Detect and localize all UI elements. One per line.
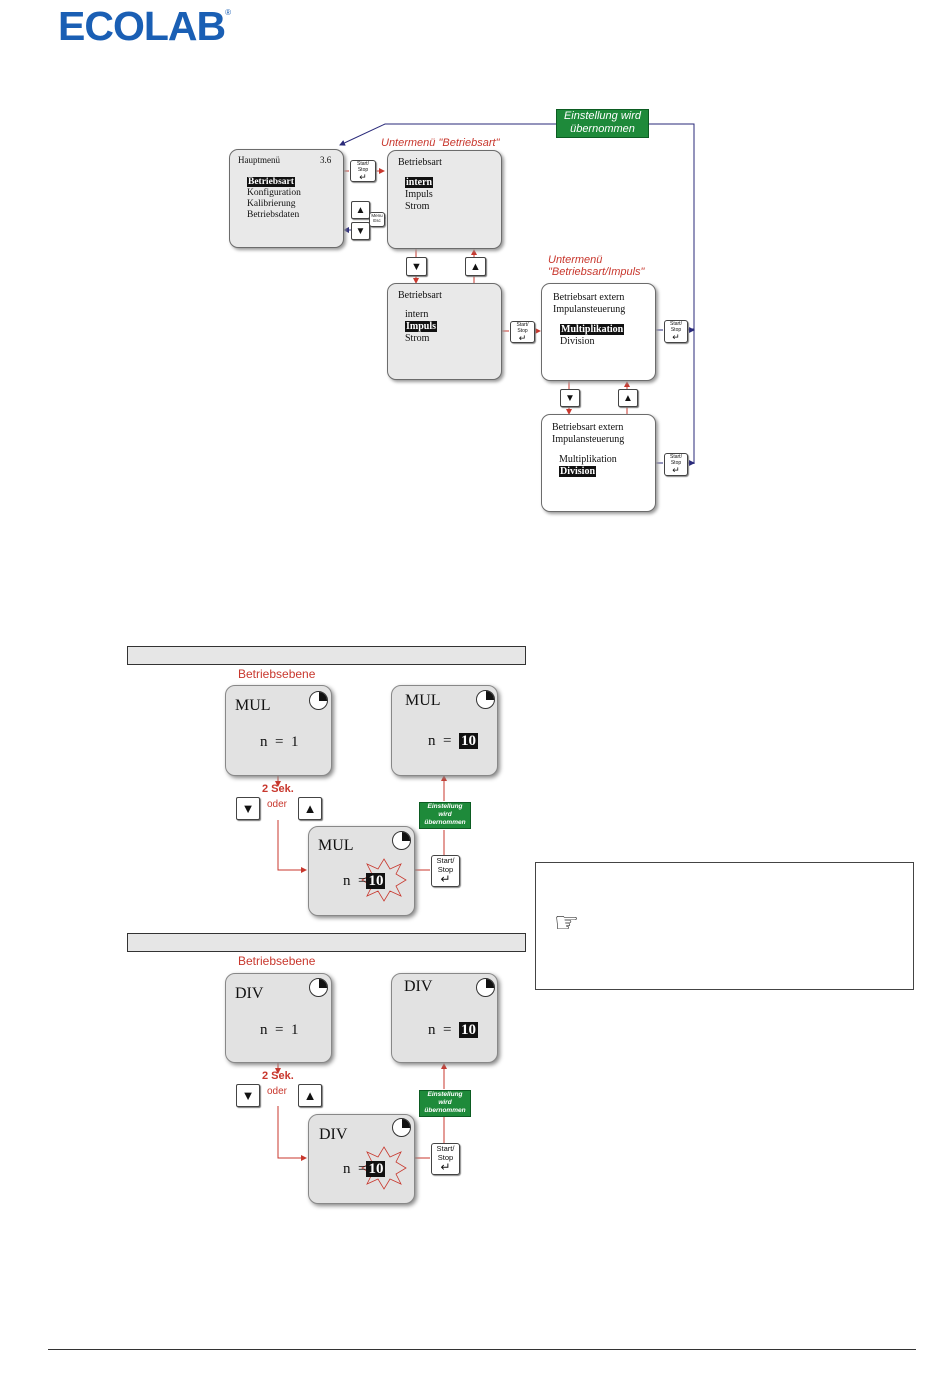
section-header-bar [127,646,526,665]
up-arrow-button[interactable]: ▲ [298,1084,322,1107]
n-value: 10 [458,1022,478,1038]
logo-text: ECOLAB [58,3,226,49]
start-stop-button[interactable]: Start/Stop↵ [664,320,688,343]
mode-label: DIV [404,978,433,995]
down-arrow-button[interactable]: ▼ [351,222,370,240]
option-strom[interactable]: Strom [405,333,430,344]
start-stop-button[interactable]: Start/Stop↵ [350,160,376,182]
extern-division-screen: Betriebsart extern Impulansteuerung Mult… [541,414,656,512]
logo-registered-mark: ® [225,8,232,17]
extern-multiplikation-screen: Betriebsart extern Impulansteuerung Mult… [541,283,656,381]
start-stop-button[interactable]: Start/Stop↵ [431,1143,460,1175]
betriebsart-intern-screen: Betriebsart intern Impuls Strom [387,150,502,249]
n-value-blinking: 10 [366,873,386,889]
clock-icon [309,978,328,997]
down-arrow-button[interactable]: ▼ [236,1084,260,1107]
ecolab-logo: ECOLAB ® [58,3,232,49]
option-multiplikation[interactable]: Multiplikation [560,324,625,335]
option-strom[interactable]: Strom [405,201,430,212]
mul-initial-screen: MUL n = 1 [225,685,332,776]
option-impuls[interactable]: Impuls [405,321,438,332]
mode-label: MUL [405,692,441,709]
n-value: 10 [458,733,478,749]
clock-icon [309,691,328,710]
down-arrow-button[interactable]: ▼ [236,797,260,820]
section-header-bar [127,933,526,952]
n-value: 1 [290,734,299,750]
down-arrow-button[interactable]: ▼ [406,257,427,276]
menu-item-kalibrierung[interactable]: Kalibrierung [247,199,296,209]
oder-label: oder [267,1086,288,1097]
pointing-hand-icon: ☞ [554,906,580,939]
down-arrow-button[interactable]: ▼ [560,389,580,407]
start-stop-button[interactable]: Start/Stop↵ [510,321,535,343]
option-intern[interactable]: intern [405,177,434,188]
betriebsebene-label: Betriebsebene [238,954,316,968]
betriebsebene-label: Betriebsebene [238,667,316,681]
n-value: 1 [290,1022,299,1038]
mode-label: MUL [235,697,271,714]
div-initial-screen: DIV n = 1 [225,973,332,1063]
up-arrow-button[interactable]: ▲ [298,797,322,820]
clock-icon [476,978,495,997]
oder-label: oder [267,799,288,810]
main-menu-title: Hauptmenü [238,155,280,165]
option-intern[interactable]: intern [405,309,429,320]
enter-icon: ↵ [672,332,680,342]
two-seconds-label: 2 Sek. [262,1070,294,1082]
enter-icon: ↵ [440,872,451,886]
mul-edit-screen: MUL [308,826,415,916]
n-value-blinking: 10 [366,1161,386,1177]
main-menu-screen: Hauptmenü 3.6 Betriebsart Konfiguration … [229,149,344,248]
clock-icon [476,690,495,709]
submenu-betriebsart-label: Untermenü "Betriebsart" [381,137,500,149]
start-stop-button[interactable]: Start/Stop↵ [431,855,460,887]
clock-icon [392,831,411,850]
mode-label: DIV [235,985,264,1002]
option-division[interactable]: Division [559,466,597,477]
menu-item-betriebsart[interactable]: Betriebsart [247,177,295,187]
betriebsart-impuls-screen: Betriebsart intern Impuls Strom [387,283,502,380]
up-arrow-button[interactable]: ▲ [351,201,370,219]
clock-icon [392,1118,411,1137]
mode-label: DIV [319,1126,348,1143]
enter-icon: ↵ [359,172,367,182]
option-division[interactable]: Division [560,336,595,347]
div-result-screen: DIV n = 10 [391,973,498,1063]
two-seconds-label: 2 Sek. [262,783,294,795]
submenu-impuls-label: Untermenü "Betriebsart/Impuls" [548,254,645,278]
screen-title: Betriebsart [398,157,442,168]
start-stop-button[interactable]: Start/Stop↵ [664,453,688,476]
setting-accepted-label: Einstellung wird übernommen [556,109,649,138]
option-impuls[interactable]: Impuls [405,189,433,200]
mul-result-screen: MUL n = 10 [391,685,498,776]
version-number: 3.6 [320,155,332,165]
screen-title: Betriebsart [398,290,442,301]
menu-item-betriebsdaten[interactable]: Betriebsdaten [247,210,300,220]
note-box: ☞ [535,862,914,990]
enter-icon: ↵ [672,465,680,475]
option-multiplikation[interactable]: Multiplikation [559,454,617,465]
enter-icon: ↵ [440,1160,451,1174]
enter-icon: ↵ [518,333,527,343]
mode-label: MUL [318,837,354,854]
div-edit-screen: DIV [308,1114,415,1204]
footer-divider [48,1349,916,1350]
up-arrow-button[interactable]: ▲ [465,257,486,276]
menu-item-konfiguration[interactable]: Konfiguration [247,188,301,198]
up-arrow-button[interactable]: ▲ [618,389,638,407]
